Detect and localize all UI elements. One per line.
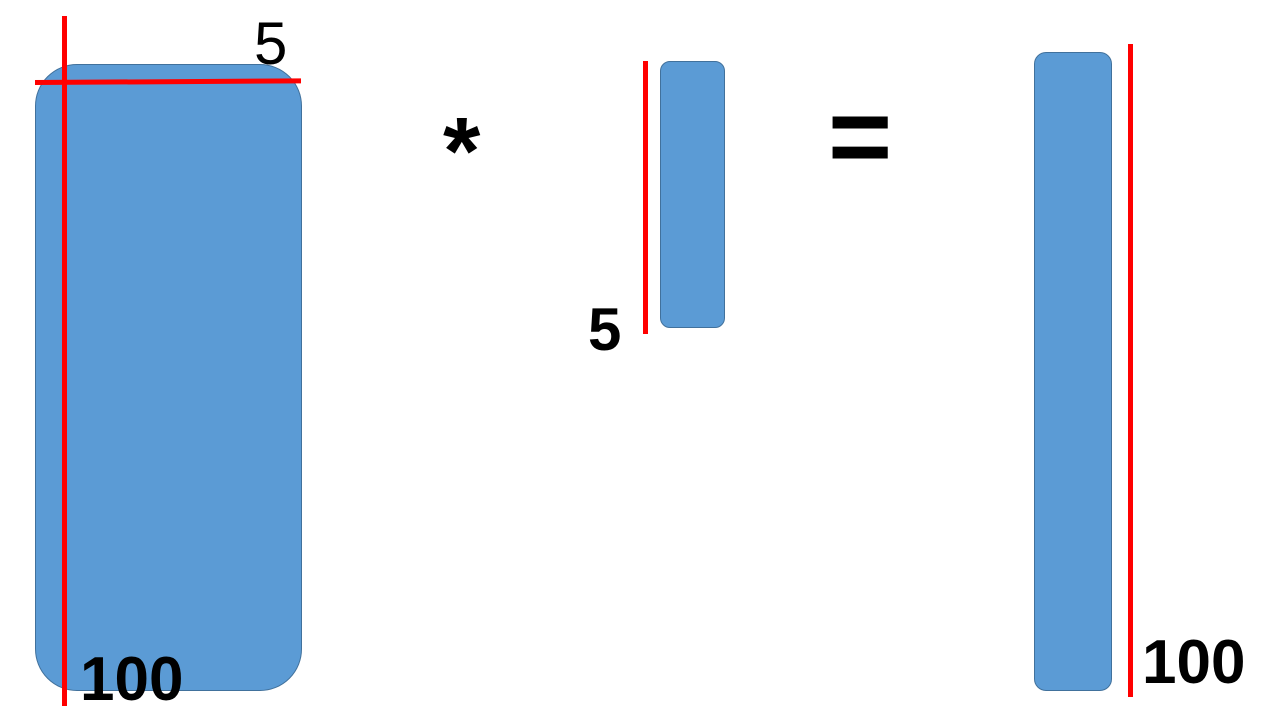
matrix-a-columns-label: 5 [254, 10, 288, 77]
matrix-a-row-dimension-line [62, 16, 67, 706]
matrix-a-block [35, 64, 302, 691]
matrix-a-rows-label: 100 [80, 645, 184, 714]
vector-c-rows-label: 100 [1142, 628, 1246, 697]
vector-b-block [660, 61, 725, 328]
multiply-operator: * [443, 98, 481, 205]
vector-b-row-dimension-line [643, 61, 648, 334]
vector-c-row-dimension-line [1128, 44, 1133, 697]
vector-b-rows-label: 5 [588, 296, 622, 363]
vector-c-block [1034, 52, 1112, 691]
equals-operator: = [828, 75, 893, 198]
